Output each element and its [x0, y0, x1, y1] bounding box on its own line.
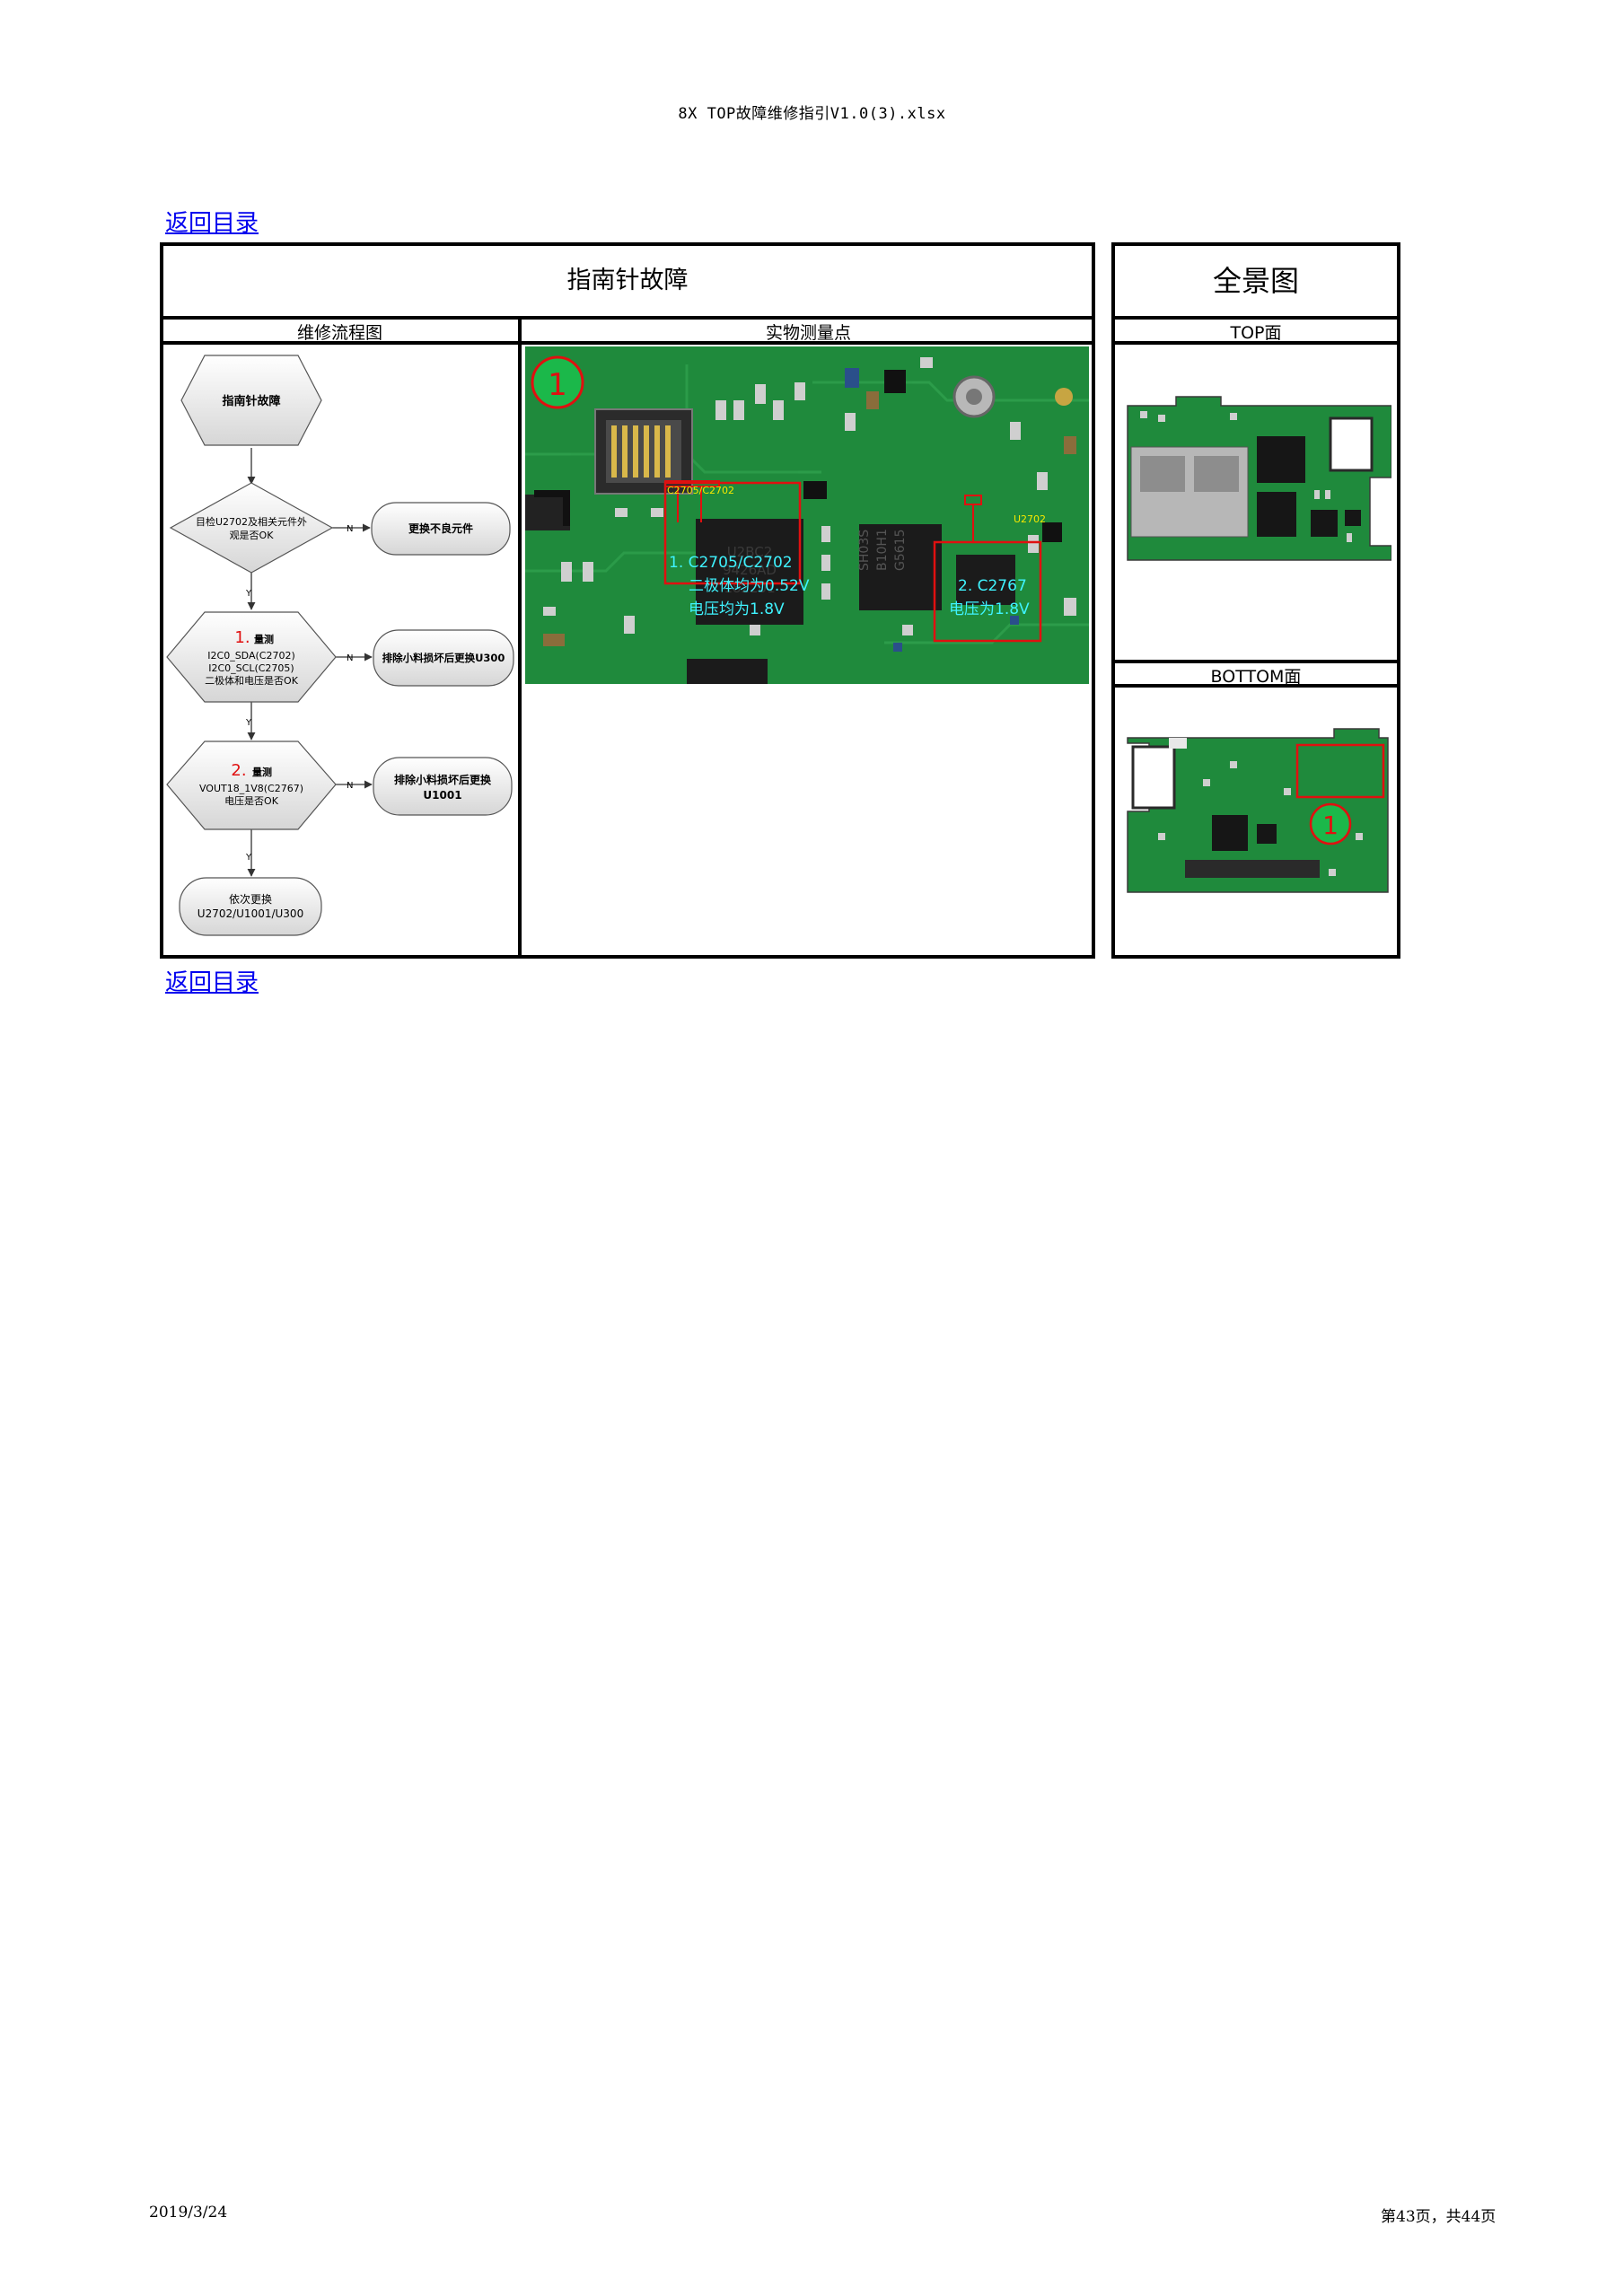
yes-label: Y	[245, 853, 252, 863]
chip-marking: SH03S	[857, 530, 872, 571]
decision-text: VOUT18_1V8(C2767)	[199, 783, 303, 794]
chip-u1001	[859, 524, 942, 610]
back-to-toc-link-top[interactable]: 返回目录	[165, 210, 259, 237]
decision-visual-check	[169, 482, 334, 574]
step-head: 量测	[254, 633, 274, 645]
bottom-side-label: BOTTOM面	[1210, 667, 1302, 687]
chip-u2702	[696, 519, 803, 625]
decision-measure-i2c	[166, 611, 337, 703]
action-text: U1001	[423, 789, 461, 802]
start-node-label: 指南针故障	[222, 394, 280, 408]
decision-text: 电压是否OK	[224, 795, 279, 807]
action-text: 排除小料损坏后更换U300	[382, 652, 505, 664]
decision-text: 二极体和电压是否OK	[205, 674, 299, 687]
row-divider	[1111, 660, 1400, 663]
footer-page-number: 第43页，共44页	[1381, 2208, 1497, 2226]
annotation-text: 电压均为1.8V	[689, 600, 785, 618]
marker-number: 1	[548, 367, 567, 403]
repair-flowchart: N N N Y Y Y 指南针故障 目检U2702及相关元件外 观是否OK 更换…	[166, 355, 514, 936]
footer-date: 2019/3/24	[149, 2204, 228, 2222]
panorama-title: 全景图	[1212, 264, 1299, 298]
chip-marking: B10H1	[875, 529, 890, 571]
end-text: U2702/U1001/U300	[198, 907, 303, 920]
start-node	[180, 355, 322, 446]
annotation-box-2	[933, 540, 1042, 643]
chip-marking: 9426AD	[723, 562, 777, 578]
chip-marking: U2BC2	[727, 544, 773, 560]
bottom-marker-number: 1	[1322, 811, 1339, 840]
decision-text: 观是否OK	[230, 530, 275, 541]
no-label: N	[347, 524, 353, 534]
chip-marking: G5615	[893, 530, 908, 571]
row-divider	[1111, 316, 1400, 320]
step-number: 2.	[231, 761, 246, 780]
annotation-text: 1. C2705/C2702	[669, 554, 793, 572]
decision-text: I2C0_SDA(C2702)	[207, 650, 294, 662]
main-title: 指南针故障	[566, 267, 689, 294]
board-bottom-image: 1	[1127, 728, 1389, 893]
pcb-measurement-photo: U2BC2 9426AD 182201 SH03S B10H1 G5615 C2…	[525, 346, 1089, 684]
action-replace-u300	[373, 629, 514, 687]
component-tag: C2705/C2702	[667, 485, 734, 496]
step-head: 量测	[252, 766, 272, 778]
row-divider	[1111, 341, 1400, 345]
component-tag: U2702	[1014, 513, 1046, 525]
action-replace-bad-part	[371, 502, 511, 556]
decision-measure-vout18	[166, 741, 337, 830]
no-label: N	[347, 781, 353, 791]
yes-label: Y	[245, 589, 252, 599]
decision-text: 目检U2702及相关元件外	[196, 515, 307, 528]
decision-text: I2C0_SCL(C2705)	[208, 662, 294, 674]
top-side-label: TOP面	[1230, 323, 1282, 343]
row-divider	[160, 341, 1095, 345]
no-label: N	[347, 653, 353, 663]
highlight-area	[1295, 743, 1385, 799]
action-text: 更换不良元件	[408, 521, 473, 535]
yes-label: Y	[245, 718, 252, 728]
board-top-image	[1127, 396, 1391, 561]
col-flow-header: 维修流程图	[296, 323, 382, 343]
marker-circle	[531, 355, 584, 409]
annotation-box-1	[663, 481, 802, 585]
col-divider	[518, 316, 522, 959]
row-divider	[160, 316, 1095, 320]
annotation-text: 电压为1.8V	[949, 600, 1030, 618]
back-to-toc-link-bottom[interactable]: 返回目录	[165, 969, 259, 996]
bottom-marker-circle	[1309, 802, 1352, 846]
row-divider	[1111, 684, 1400, 688]
document-filename: 8X TOP故障维修指引V1.0(3).xlsx	[678, 105, 946, 123]
action-text: 排除小料损坏后更换	[394, 773, 492, 786]
action-replace-u1001	[373, 757, 513, 816]
step-number: 1.	[234, 628, 250, 647]
col-measure-header: 实物测量点	[765, 323, 851, 343]
end-text: 依次更换	[229, 892, 272, 906]
annotation-text: 2. C2767	[958, 577, 1027, 595]
annotation-text: 二极体均为0.52V	[689, 577, 810, 595]
end-node	[179, 877, 322, 936]
